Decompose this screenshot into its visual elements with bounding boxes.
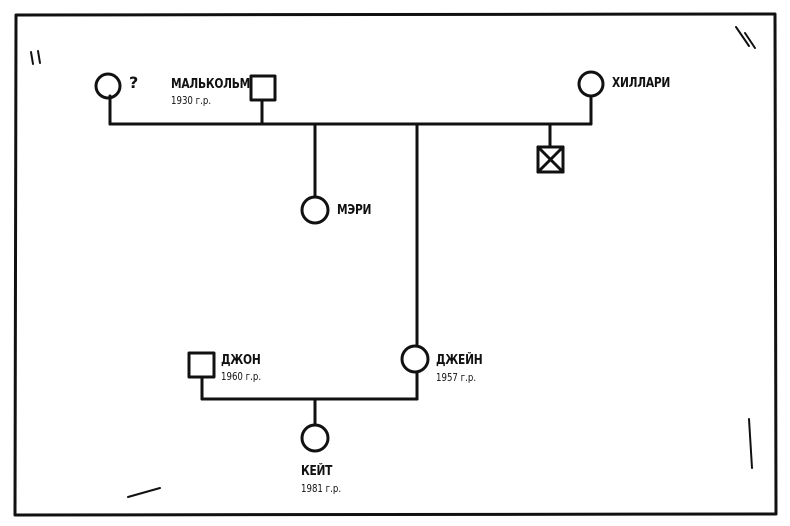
decorative-marks bbox=[30, 26, 756, 498]
kate-circle bbox=[300, 423, 330, 453]
hillary-circle bbox=[577, 70, 605, 98]
john-square bbox=[187, 351, 216, 379]
mary-circle bbox=[300, 195, 330, 225]
kate-year: 1981 г.р. bbox=[301, 483, 342, 495]
unknown-female-circle bbox=[94, 72, 122, 100]
malcolm-name: МАЛЬКОЛЬМ bbox=[171, 77, 250, 92]
kate-name: КЕЙТ bbox=[301, 464, 333, 479]
malcolm-square bbox=[249, 74, 277, 102]
john-year: 1960 г.р. bbox=[221, 371, 262, 383]
john-name: ДЖОН bbox=[221, 353, 261, 368]
hillary-name: ХИЛЛАРИ bbox=[612, 76, 671, 91]
unknown-person-label: ? bbox=[129, 73, 139, 92]
jane-name: ДЖЕЙН bbox=[436, 353, 483, 368]
relationship-lines bbox=[108, 94, 593, 427]
crossed-square-icon bbox=[536, 145, 565, 174]
mary-name: МЭРИ bbox=[337, 203, 372, 218]
jane-year: 1957 г.р. bbox=[436, 372, 477, 384]
malcolm-year: 1930 г.р. bbox=[171, 95, 212, 107]
jane-circle bbox=[400, 344, 430, 374]
panel-border bbox=[13, 12, 778, 517]
